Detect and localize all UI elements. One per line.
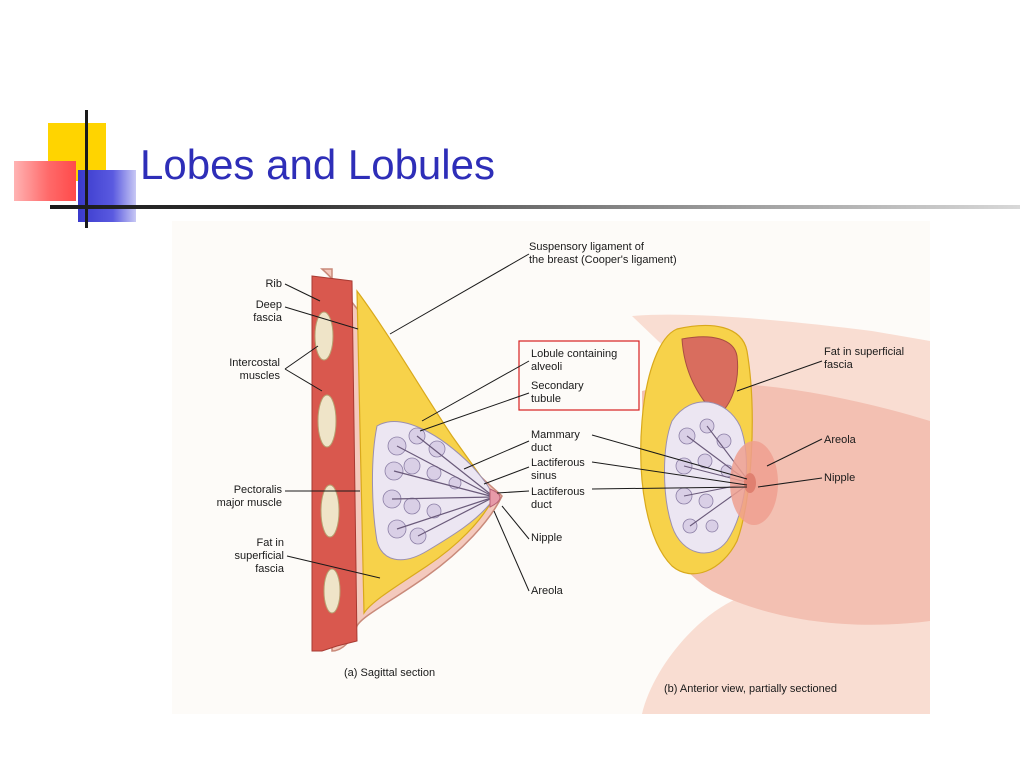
label-deep-fascia-2: fascia: [253, 312, 283, 324]
label-lobule-2: alveoli: [531, 361, 562, 373]
label-right-areola: Areola: [824, 434, 857, 446]
label-areola-a: Areola: [531, 585, 564, 597]
anterior-lobules: [675, 418, 734, 534]
label-right-fat-2: fascia: [824, 359, 854, 371]
captions: (a) Sagittal section (b) Anterior view, …: [344, 667, 837, 695]
rib-4: [323, 568, 341, 614]
caption-b: (b) Anterior view, partially sectioned: [664, 683, 837, 695]
label-fat-1: Fat in: [256, 537, 284, 549]
label-mammary-2: duct: [531, 442, 552, 454]
label-right-nipple: Nipple: [824, 472, 855, 484]
label-lact-duct-1: Lactiferous: [531, 486, 585, 498]
anterior-muscle: [681, 336, 739, 417]
anatomy-figure: Suspensory ligament of the breast (Coope…: [172, 221, 930, 714]
highlight-box: [518, 340, 640, 411]
label-lact-duct-2: duct: [531, 499, 552, 511]
labels-left: Suspensory ligament of the breast (Coope…: [217, 241, 677, 575]
label-deep-fascia-1: Deep: [256, 299, 282, 311]
sagittal-ducts: [391, 435, 495, 537]
label-secondary-1: Secondary: [531, 380, 584, 392]
decor-red-square: [14, 161, 76, 201]
decor-vertical-line: [85, 110, 88, 228]
title-underline: [50, 205, 1020, 209]
label-nipple-a: Nipple: [531, 532, 562, 544]
chest-wall-muscle: [311, 275, 358, 652]
label-lact-sinus-1: Lactiferous: [531, 457, 585, 469]
label-secondary-2: tubule: [531, 393, 561, 405]
label-pectoralis-2: major muscle: [217, 497, 282, 509]
label-mammary-1: Mammary: [531, 429, 580, 441]
label-suspensory-1: Suspensory ligament of: [529, 241, 645, 253]
label-right-fat-1: Fat in superficial: [824, 346, 904, 358]
labels-center: Lobule containing alveoli Secondary tubu…: [531, 348, 617, 597]
caption-a: (a) Sagittal section: [344, 667, 435, 679]
sagittal-lobules: [382, 427, 462, 545]
rib-1: [314, 311, 334, 361]
anterior-nipple: [744, 473, 756, 493]
label-lact-sinus-2: sinus: [531, 470, 557, 482]
sagittal-nipple: [489, 488, 501, 508]
label-lobule-1: Lobule containing: [531, 348, 617, 360]
rib-2: [317, 394, 337, 448]
label-suspensory-2: the breast (Cooper's ligament): [529, 254, 677, 266]
label-intercostal-1: Intercostal: [229, 357, 280, 369]
slide-title: Lobes and Lobules: [140, 141, 495, 188]
label-fat-3: fascia: [255, 563, 285, 575]
label-intercostal-2: muscles: [240, 370, 281, 382]
label-rib: Rib: [265, 278, 282, 290]
labels-right: Fat in superficial fascia Areola Nipple: [824, 346, 904, 484]
breast-anatomy-illustration: Suspensory ligament of the breast (Coope…: [217, 241, 930, 714]
label-pectoralis-1: Pectoralis: [234, 484, 283, 496]
label-fat-2: superficial: [234, 550, 284, 562]
rib-3: [320, 484, 340, 538]
leader-lines: [284, 253, 823, 592]
